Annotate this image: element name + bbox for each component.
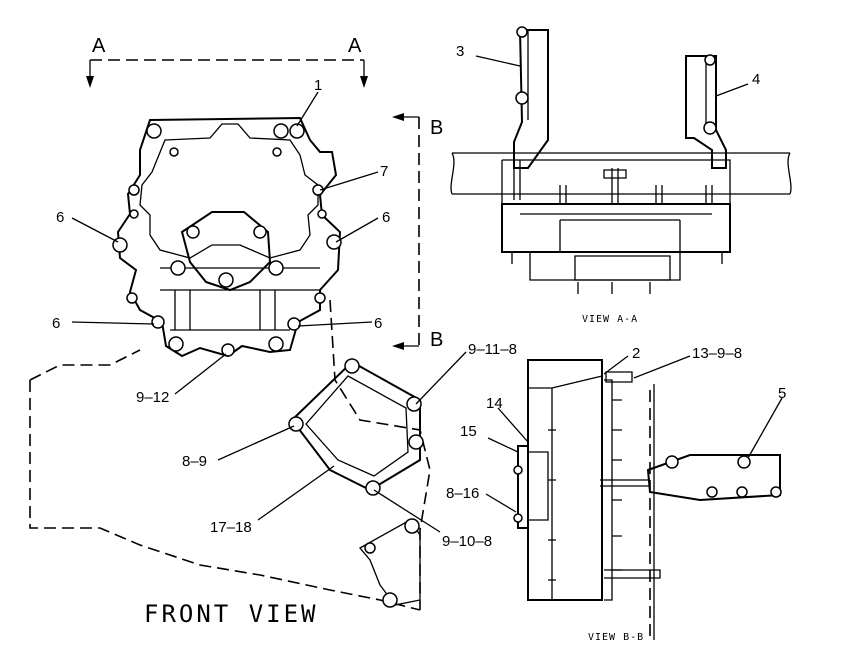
callout-6-left-upper: 6: [56, 209, 64, 226]
view-a-a-drawing: [450, 26, 792, 294]
view-a-a-title: VIEW A-A: [582, 314, 638, 325]
callout-8-16: 8–16: [446, 485, 479, 502]
callout-6-right-lower: 6: [374, 315, 382, 332]
front-view-title: FRONT VIEW: [144, 600, 319, 628]
view-b-b-title: VIEW B-B: [588, 632, 644, 643]
section-label-b-top: B: [430, 117, 443, 139]
section-label-a-left: A: [92, 35, 106, 57]
callout-5: 5: [778, 385, 786, 402]
callout-9-10-8: 9–10–8: [442, 533, 492, 550]
callout-8-9: 8–9: [182, 453, 207, 470]
callout-15: 15: [460, 423, 477, 440]
callout-3: 3: [456, 43, 464, 60]
section-label-b-bottom: B: [430, 329, 443, 351]
callout-17-18: 17–18: [210, 519, 252, 536]
callout-13-9-8: 13–9–8: [692, 345, 742, 362]
callout-7: 7: [380, 163, 388, 180]
callout-14: 14: [486, 395, 503, 412]
section-label-a-right: A: [348, 35, 362, 57]
view-b-b-drawing: [485, 355, 783, 640]
callout-9-12: 9–12: [136, 389, 169, 406]
front-view-drawing: [29, 91, 467, 611]
section-b-indicator: B B: [392, 113, 443, 351]
callout-6-left-lower: 6: [52, 315, 60, 332]
callout-2: 2: [632, 345, 640, 362]
callout-9-11-8: 9–11–8: [468, 341, 517, 358]
callout-1: 1: [314, 77, 322, 94]
callout-6-right-upper: 6: [382, 209, 390, 226]
section-a-indicator: A A: [86, 35, 368, 88]
callout-4: 4: [752, 71, 760, 88]
